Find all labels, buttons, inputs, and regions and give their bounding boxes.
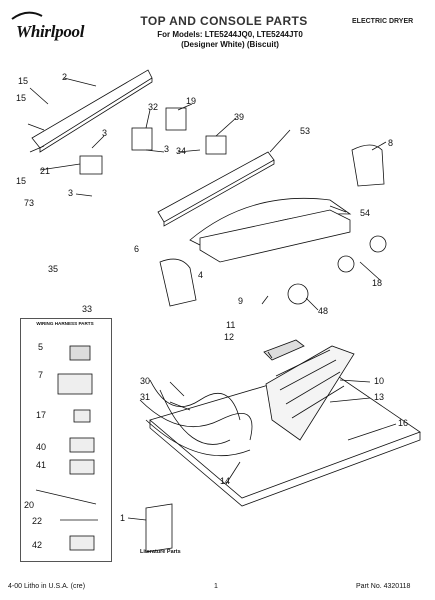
part-timer-19 — [165, 107, 187, 131]
part-bracket-21 — [79, 155, 103, 175]
literature-pack — [145, 503, 173, 553]
callout: 2 — [62, 72, 67, 82]
harness-part-42 — [69, 535, 95, 551]
side-cap — [159, 258, 197, 307]
harness-part-17 — [73, 409, 91, 423]
callout: 41 — [36, 460, 46, 470]
callout: 14 — [220, 476, 230, 486]
page-title: TOP AND CONSOLE PARTS — [140, 14, 308, 28]
harness-part-20 — [35, 489, 97, 505]
harness-part-40 — [69, 437, 95, 453]
part-switch-39 — [205, 135, 227, 155]
harness-part-41 — [69, 459, 95, 475]
callout: 16 — [398, 418, 408, 428]
callout: 35 — [48, 264, 58, 274]
callout: 31 — [140, 392, 150, 402]
callout: 11 — [226, 320, 235, 330]
appliance-type: ELECTRIC DRYER — [352, 18, 414, 25]
callout: 73 — [24, 198, 34, 208]
callout: 30 — [140, 376, 150, 386]
callout: 4 — [198, 270, 203, 280]
callout: 53 — [300, 126, 310, 136]
callout: 12 — [224, 332, 234, 342]
variants-line: (Designer White) (Biscuit) — [181, 40, 279, 49]
harness-part-5 — [69, 345, 91, 361]
callout: 33 — [82, 304, 92, 314]
callout: 3 — [68, 188, 73, 198]
lint-screen — [263, 339, 305, 361]
wiring-harness-title: WIRING HARNESS PARTS — [36, 321, 94, 326]
wiring-harness-box — [20, 318, 112, 562]
callout: 20 — [24, 500, 34, 510]
footer-part-number: Part No. 4320118 — [356, 583, 411, 590]
exploded-parts-diagram: 2 15 15 15 21 32 19 39 3 3 3 34 53 8 73 … — [16, 69, 421, 553]
callout: 21 — [40, 166, 50, 176]
models-line: For Models: LTE5244JQ0, LTE5244JT0 — [157, 30, 303, 39]
callout: 5 — [38, 342, 43, 352]
callout: 42 — [32, 540, 42, 550]
callout: 6 — [134, 244, 139, 254]
callout: 22 — [32, 516, 42, 526]
callout: 3 — [164, 144, 169, 154]
page-number: 1 — [214, 583, 218, 590]
callout: 9 — [238, 296, 243, 306]
lint-housing — [265, 345, 355, 441]
callout: 19 — [186, 96, 196, 106]
callout: 7 — [38, 370, 43, 380]
callout: 32 — [148, 102, 158, 112]
callout: 15 — [16, 176, 26, 186]
lower-console — [199, 209, 351, 263]
callout: 17 — [36, 410, 46, 420]
callout: 18 — [372, 278, 382, 288]
brand-wordmark: Whirlpool — [16, 22, 85, 41]
callout: 10 — [374, 376, 384, 386]
whirlpool-logo: Whirlpool — [8, 10, 98, 41]
knob-18a — [337, 255, 355, 273]
callout: 54 — [360, 208, 370, 218]
callout: 48 — [318, 306, 328, 316]
knob-18b — [369, 235, 387, 253]
part-switch-32 — [131, 127, 153, 151]
footer-print-info: 4-00 Litho in U.S.A. (cre) — [8, 583, 86, 590]
callout: 13 — [374, 392, 384, 402]
callout: 15 — [16, 93, 26, 103]
callout: 15 — [18, 76, 28, 86]
end-cap — [351, 144, 385, 187]
callout: 34 — [176, 146, 186, 156]
knob-48 — [287, 283, 309, 305]
wire-harness — [139, 379, 253, 457]
callout: 3 — [102, 128, 107, 138]
callout: 40 — [36, 442, 46, 452]
literature-label: Literature Parts — [140, 549, 181, 555]
harness-part-7 — [57, 373, 93, 395]
callout: 8 — [388, 138, 393, 148]
logo-swoosh-icon — [11, 11, 43, 20]
callout: 39 — [234, 112, 244, 122]
callout: 1 — [120, 513, 125, 523]
